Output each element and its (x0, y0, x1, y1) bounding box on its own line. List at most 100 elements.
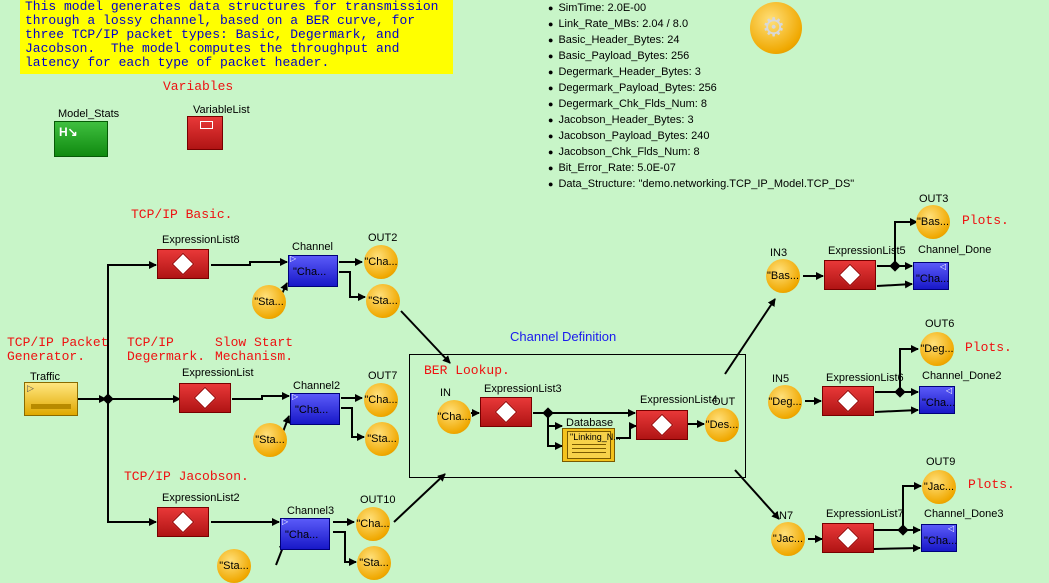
out10-port[interactable]: "Cha... (356, 507, 390, 541)
out9-value: "Jac... (923, 481, 955, 493)
annotation-basic: TCP/IP Basic. (131, 207, 233, 222)
in-port[interactable]: "Cha... (437, 400, 471, 434)
channel-done-block[interactable]: "Cha... (913, 262, 949, 290)
annotation-degermark: TCP/IP Degermark. (127, 335, 206, 364)
in7-label: IN7 (776, 510, 794, 522)
model-description-note: This model generates data structures for… (20, 0, 453, 74)
sta-const-2[interactable]: "Sta... (253, 423, 287, 457)
channel-done-value: "Cha... (916, 273, 950, 285)
gear-glyph-icon: ⚙ (762, 12, 786, 42)
expressionlist2-label: ExpressionList2 (162, 492, 240, 504)
out9-port[interactable]: "Jac... (922, 470, 956, 504)
in3-value: "Bas... (766, 270, 800, 282)
annotation-jacobson: TCP/IP Jacobson. (124, 469, 249, 484)
channel2-label: Channel2 (293, 380, 341, 392)
out6-label: OUT6 (925, 318, 955, 330)
expressionlist-label: ExpressionList (182, 367, 254, 379)
out2-port[interactable]: "Cha... (364, 245, 398, 279)
expressionlist-block[interactable] (179, 383, 231, 413)
in-value: "Cha... (437, 411, 471, 423)
database-table: "Linking_N... (567, 431, 621, 459)
sta-const-3-value: "Sta... (219, 560, 249, 572)
gear-icon[interactable]: ⚙ (750, 2, 802, 54)
annotation-plots-1: Plots. (962, 213, 1009, 228)
channel3-block[interactable]: "Cha... (280, 517, 330, 550)
param-degermark-header[interactable]: Degermark_Header_Bytes: 3 (548, 64, 854, 80)
expressionlist6-block[interactable] (822, 386, 874, 416)
annotation-generator: TCP/IP Packet Generator. (7, 335, 109, 364)
sta-const-1[interactable]: "Sta... (252, 285, 286, 319)
in5-label: IN5 (772, 373, 790, 385)
out10-label: OUT10 (360, 494, 396, 506)
out6-value: "Deg... (920, 343, 954, 355)
param-data-structure[interactable]: Data_Structure: "demo.networking.TCP_IP_… (548, 176, 854, 192)
model-stats-block[interactable]: H↘ (54, 121, 108, 157)
expressionlist8-block[interactable] (157, 249, 209, 279)
out-port[interactable]: "Des... (705, 408, 739, 442)
expressionlist3-block[interactable] (480, 397, 532, 427)
out10-value-1: "Cha... (356, 518, 390, 530)
out6-port[interactable]: "Deg... (920, 332, 954, 366)
in5-port[interactable]: "Deg... (768, 385, 802, 419)
expressionlist3-label: ExpressionList3 (484, 383, 562, 395)
channel-label: Channel (292, 241, 333, 253)
traffic-block[interactable] (24, 382, 78, 416)
channel2-value: "Cha... (295, 404, 329, 416)
out2-port-sta[interactable]: "Sta... (366, 284, 400, 318)
channel-done3-value: "Cha... (924, 535, 958, 547)
parameter-list: SimTime: 2.0E-00 Link_Rate_MBs: 2.04 / 8… (548, 0, 854, 192)
channel-definition-title: Channel Definition (510, 329, 617, 344)
expressionlist7-block[interactable] (822, 523, 874, 553)
in3-port[interactable]: "Bas... (766, 259, 800, 293)
channel-done3-block[interactable]: "Cha... (921, 524, 957, 552)
out9-label: OUT9 (926, 456, 956, 468)
channel-done-label: Channel_Done (918, 244, 992, 256)
channel-done2-value: "Cha... (922, 397, 956, 409)
database-block[interactable]: "Linking_N... (562, 428, 621, 462)
channel-done2-label: Channel_Done2 (922, 370, 1002, 382)
expressionlist8-label: ExpressionList8 (162, 234, 240, 246)
expressionlist2-block[interactable] (157, 507, 209, 537)
param-basic-header[interactable]: Basic_Header_Bytes: 24 (548, 32, 854, 48)
out10-value-2: "Sta... (359, 557, 389, 569)
param-degermark-chk-flds[interactable]: Degermark_Chk_Flds_Num: 8 (548, 96, 854, 112)
out-value: "Des... (705, 419, 739, 431)
database-value: "Linking_N... (570, 432, 621, 442)
in7-port[interactable]: "Jac... (771, 522, 805, 556)
param-jacobson-chk-flds[interactable]: Jacobson_Chk_Flds_Num: 8 (548, 144, 854, 160)
channel3-value: "Cha... (285, 529, 319, 541)
param-jacobson-payload[interactable]: Jacobson_Payload_Bytes: 240 (548, 128, 854, 144)
database-label: Database (566, 417, 614, 429)
channel2-block[interactable]: "Cha... (290, 392, 340, 425)
out7-value-2: "Sta... (367, 433, 397, 445)
traffic-label: Traffic (30, 371, 60, 383)
param-link-rate[interactable]: Link_Rate_MBs: 2.04 / 8.0 (548, 16, 854, 32)
out2-value-2: "Sta... (368, 295, 398, 307)
out7-value-1: "Cha... (364, 394, 398, 406)
out7-port-sta[interactable]: "Sta... (365, 422, 399, 456)
out7-label: OUT7 (368, 370, 398, 382)
out2-value-1: "Cha... (364, 256, 398, 268)
variable-list-block[interactable] (187, 116, 223, 150)
sta-const-3[interactable]: "Sta... (217, 549, 251, 583)
out3-port[interactable]: "Bas... (916, 205, 950, 239)
out10-port-sta[interactable]: "Sta... (357, 546, 391, 580)
out3-value: "Bas... (916, 216, 950, 228)
param-basic-payload[interactable]: Basic_Payload_Bytes: 256 (548, 48, 854, 64)
out7-port[interactable]: "Cha... (364, 383, 398, 417)
expressionlist6-label: ExpressionList6 (826, 372, 904, 384)
param-jacobson-header[interactable]: Jacobson_Header_Bytes: 3 (548, 112, 854, 128)
in7-value: "Jac... (772, 533, 804, 545)
in3-label: IN3 (770, 247, 788, 259)
param-bit-error-rate[interactable]: Bit_Error_Rate: 5.0E-07 (548, 160, 854, 176)
expressionlist5-block[interactable] (824, 260, 876, 290)
param-simtime[interactable]: SimTime: 2.0E-00 (548, 0, 854, 16)
param-degermark-payload[interactable]: Degermark_Payload_Bytes: 256 (548, 80, 854, 96)
channel-value: "Cha... (293, 266, 327, 278)
channel-done2-block[interactable]: "Cha... (919, 386, 955, 414)
annotation-plots-3: Plots. (968, 477, 1015, 492)
expressionlist4-block[interactable] (636, 410, 688, 440)
channel-definition-box (409, 354, 746, 478)
channel-block[interactable]: "Cha... (288, 254, 338, 287)
